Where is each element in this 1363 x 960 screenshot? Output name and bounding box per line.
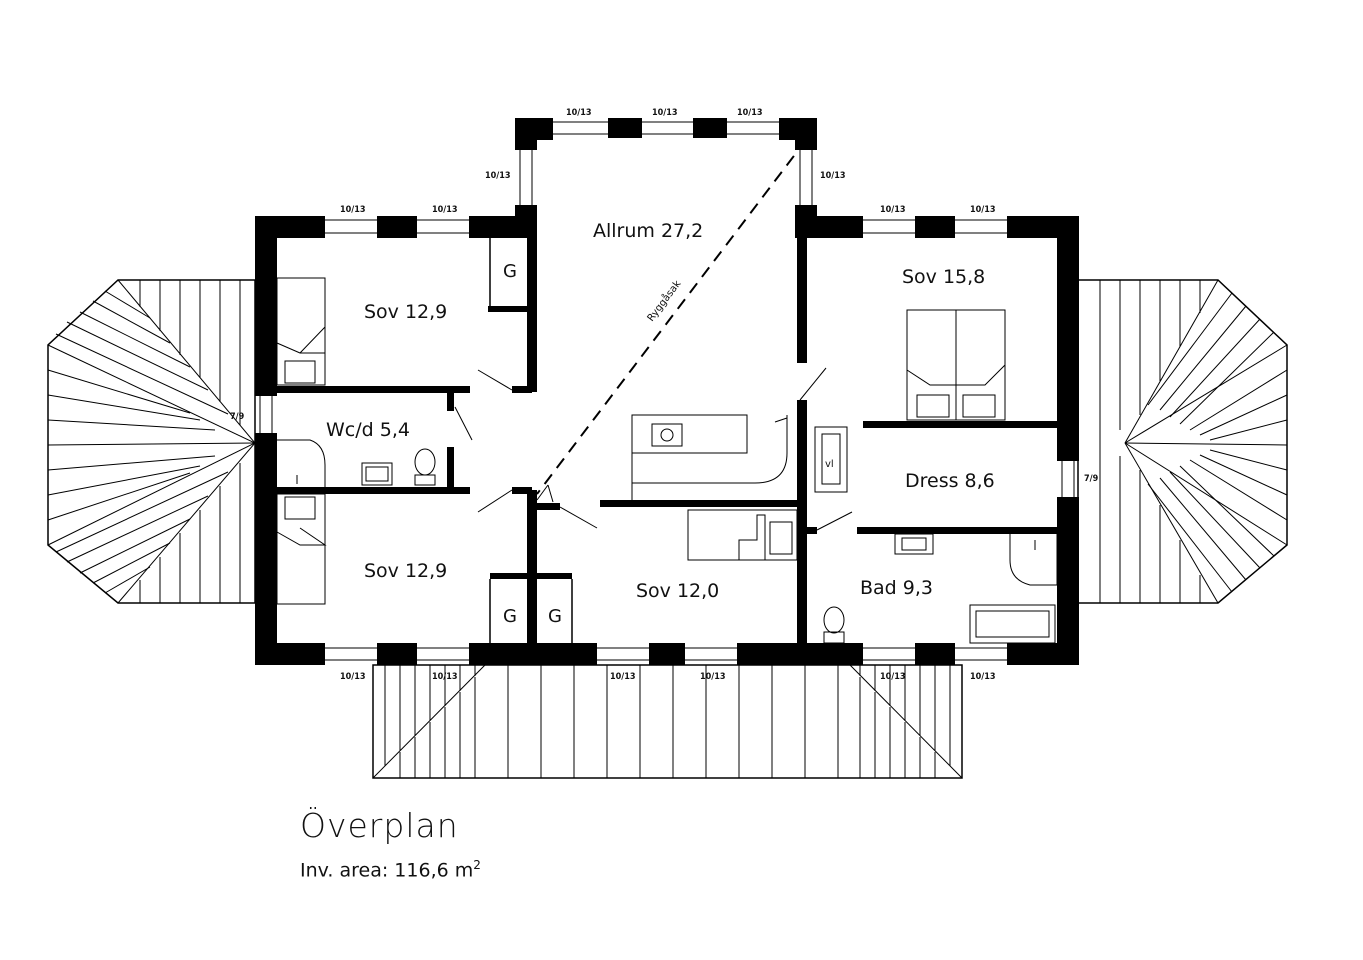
room-dress: Dress 8,6 [905, 470, 995, 492]
window-label: 10/13 [652, 108, 678, 118]
window-label: 10/13 [610, 672, 636, 682]
doors [454, 367, 853, 531]
window-label: 10/13 [970, 672, 996, 682]
roof-ridge-line: Ryggåsak [536, 139, 807, 495]
window-label: 10/13 [432, 205, 458, 215]
room-bad: Bad 9,3 [860, 577, 933, 599]
furniture [276, 277, 1058, 644]
window-label: 10/13 [432, 672, 458, 682]
room-sov-s: Sov 12,0 [636, 580, 719, 602]
ridge-label: Ryggåsak [644, 277, 684, 324]
window-label: 10/13 [340, 672, 366, 682]
window-label: 10/13 [340, 205, 366, 215]
area-text: Inv. area: 116,6 m2 [300, 858, 481, 881]
plan-title: Överplan [300, 806, 459, 845]
window-label: 10/13 [700, 672, 726, 682]
room-wcd: Wc/d 5,4 [326, 419, 410, 441]
room-sov-nw: Sov 12,9 [364, 301, 447, 323]
window-label: 10/13 [970, 205, 996, 215]
room-sov-sw: Sov 12,9 [364, 560, 447, 582]
window-label: 10/13 [485, 171, 511, 181]
window-label: 10/13 [737, 108, 763, 118]
roof-right [1077, 279, 1288, 604]
room-sov-ne: Sov 15,8 [902, 266, 985, 288]
closet-label-1: G [503, 261, 517, 282]
closet-label-3: G [548, 606, 562, 627]
area-label: Inv. area: 116,6 m [300, 859, 474, 882]
window-label: 7/9 [230, 412, 245, 422]
window-label: 10/13 [880, 205, 906, 215]
window-labels: 10/13 10/13 10/13 10/13 10/13 10/13 10/1… [230, 108, 1099, 682]
room-labels: Allrum 27,2 Sov 12,9 Wc/d 5,4 Sov 12,9 S… [326, 220, 995, 627]
window-label: 10/13 [880, 672, 906, 682]
vl-label: vl [825, 459, 834, 470]
window-label: 10/13 [820, 171, 846, 181]
closet-label-2: G [503, 606, 517, 627]
area-superscript: 2 [473, 858, 481, 872]
interior-walls [277, 216, 1057, 665]
room-allrum: Allrum 27,2 [593, 220, 703, 242]
roof-left [47, 279, 256, 604]
window-label: 10/13 [566, 108, 592, 118]
roof-bottom [372, 664, 963, 779]
window-label: 7/9 [1084, 474, 1099, 484]
exterior-walls [255, 118, 1079, 665]
